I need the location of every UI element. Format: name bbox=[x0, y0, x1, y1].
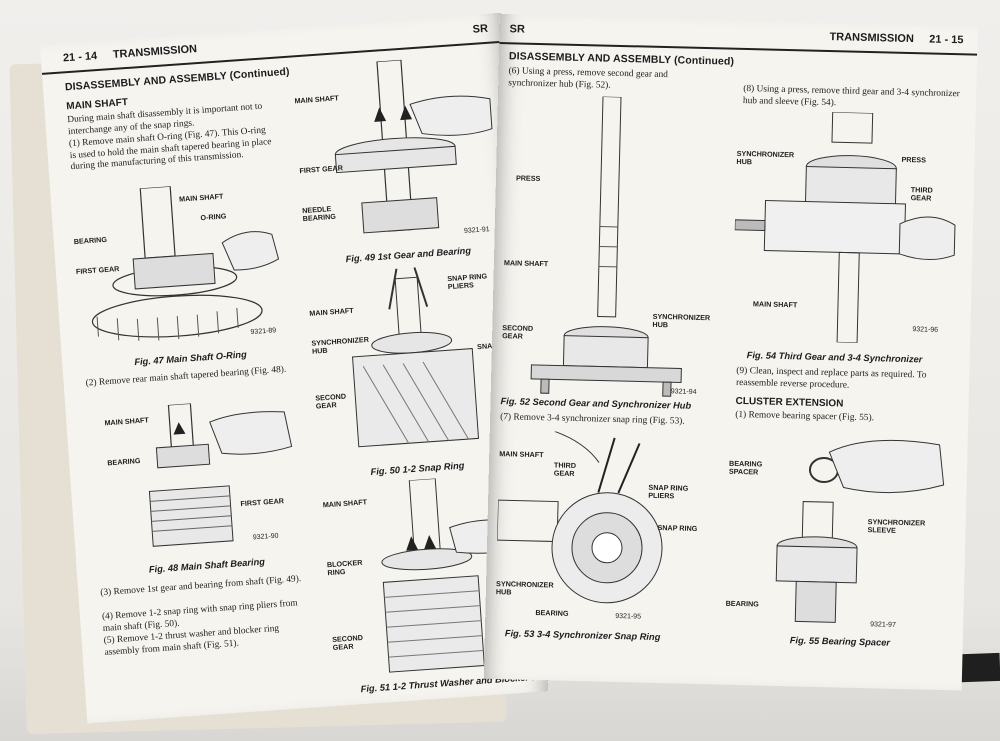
label: MAIN SHAFT bbox=[752, 299, 798, 310]
figure-52-drawing bbox=[530, 96, 682, 397]
figure-48: MAIN SHAFT BEARING FIRST GEAR 9321-90 bbox=[84, 396, 304, 560]
label: THIRD GEAR bbox=[553, 460, 577, 478]
header-section: TRANSMISSION bbox=[829, 31, 915, 46]
figure-54-caption: Fig. 54 Third Gear and 3-4 Synchronizer bbox=[746, 350, 923, 365]
figure-47-drawing bbox=[91, 185, 280, 341]
figure-code: 9321-94 bbox=[670, 388, 697, 396]
label: SYNCHRONIZER HUB bbox=[736, 148, 795, 167]
figure-50-caption: Fig. 50 1-2 Snap Ring bbox=[370, 460, 465, 477]
paragraph: (1) Remove bearing spacer (Fig. 55). bbox=[735, 409, 875, 424]
label: SYNCHRONIZER HUB bbox=[495, 579, 554, 597]
figure-code: 9321-97 bbox=[870, 621, 896, 629]
paragraph: (6) Using a press, remove second gear an… bbox=[508, 66, 669, 91]
paragraph: (3) Remove 1st gear and bearing from sha… bbox=[100, 574, 302, 599]
label: MAIN SHAFT bbox=[503, 258, 549, 269]
label: SECOND GEAR bbox=[502, 323, 534, 341]
paragraph: (8) Using a press, remove third gear and… bbox=[742, 83, 960, 108]
figure-49: MAIN SHAFT FIRST GEAR NEEDLE BEARING 932… bbox=[292, 54, 504, 253]
section-heading: DISASSEMBLY AND ASSEMBLY (Continued) bbox=[508, 50, 735, 68]
paragraph: (2) Remove rear main shaft tapered beari… bbox=[85, 364, 287, 389]
header-model: SR bbox=[472, 22, 489, 36]
figure-49-caption: Fig. 49 1st Gear and Bearing bbox=[345, 245, 472, 265]
page-number: 21 - 15 bbox=[929, 33, 964, 47]
left-page: 21 - 14 TRANSMISSION SR DISASSEMBLY AND … bbox=[40, 12, 549, 724]
figure-47-caption: Fig. 47 Main Shaft O-Ring bbox=[134, 349, 248, 368]
figure-55-drawing bbox=[775, 439, 945, 623]
figure-code: 9321-95 bbox=[615, 612, 642, 621]
label: SYNCHRONIZER HUB bbox=[652, 311, 711, 330]
subheading-cluster-extension: CLUSTER EXTENSION bbox=[735, 395, 844, 410]
right-page: SR TRANSMISSION 21 - 15 DISASSEMBLY AND … bbox=[483, 14, 978, 691]
label: THIRD GEAR bbox=[910, 185, 933, 203]
label: BEARING SPACER bbox=[728, 458, 763, 477]
label: SNAP RING bbox=[657, 523, 698, 533]
figure-55-caption: Fig. 55 Bearing Spacer bbox=[789, 635, 891, 648]
figure-52: PRESS MAIN SHAFT SYNCHRONIZER HUB SECOND… bbox=[501, 94, 728, 399]
figure-48-caption: Fig. 48 Main Shaft Bearing bbox=[148, 556, 266, 575]
figure-code: 9321-96 bbox=[912, 326, 939, 334]
label: SNAP RING PLIERS bbox=[648, 482, 689, 501]
subheading-main-shaft: MAIN SHAFT bbox=[65, 97, 129, 113]
page-number: 21 - 14 bbox=[62, 50, 98, 65]
figure-53-caption: Fig. 53 3-4 Synchronizer Snap Ring bbox=[504, 628, 661, 643]
figure-54: SYNCHRONIZER HUB PRESS THIRD GEAR MAIN S… bbox=[732, 110, 963, 345]
label: MAIN SHAFT bbox=[499, 449, 544, 460]
figure-53: MAIN SHAFT THIRD GEAR SNAP RING PLIERS S… bbox=[495, 430, 720, 625]
figure-55: BEARING SPACER SYNCHRONIZER SLEEVE BEARI… bbox=[725, 430, 955, 635]
paragraph: (9) Clean, inspect and replace parts as … bbox=[735, 365, 927, 391]
figure-54-drawing bbox=[734, 111, 956, 344]
label: BEARING bbox=[535, 608, 569, 618]
header-model: SR bbox=[509, 23, 526, 36]
figure-48-drawing bbox=[148, 402, 293, 547]
paragraph: (7) Remove 3-4 synchronizer snap ring (F… bbox=[500, 412, 685, 427]
label: SYNCHRONIZER SLEEVE bbox=[867, 517, 926, 535]
header-section: TRANSMISSION bbox=[112, 43, 198, 61]
figure-49-drawing bbox=[334, 59, 493, 234]
figure-53-drawing bbox=[496, 430, 663, 604]
figure-50-drawing bbox=[351, 267, 480, 448]
label: PRESS bbox=[901, 154, 927, 165]
label: BEARING bbox=[725, 598, 759, 609]
figure-50: SNAP RING PLIERS MAIN SHAFT SYNCHRONIZER… bbox=[307, 261, 520, 464]
figure-52-caption: Fig. 52 Second Gear and Synchronizer Hub bbox=[500, 396, 692, 411]
figure-47: MAIN SHAFT O-RING BEARING FIRST GEAR 932… bbox=[68, 179, 289, 353]
label: PRESS bbox=[515, 173, 541, 184]
